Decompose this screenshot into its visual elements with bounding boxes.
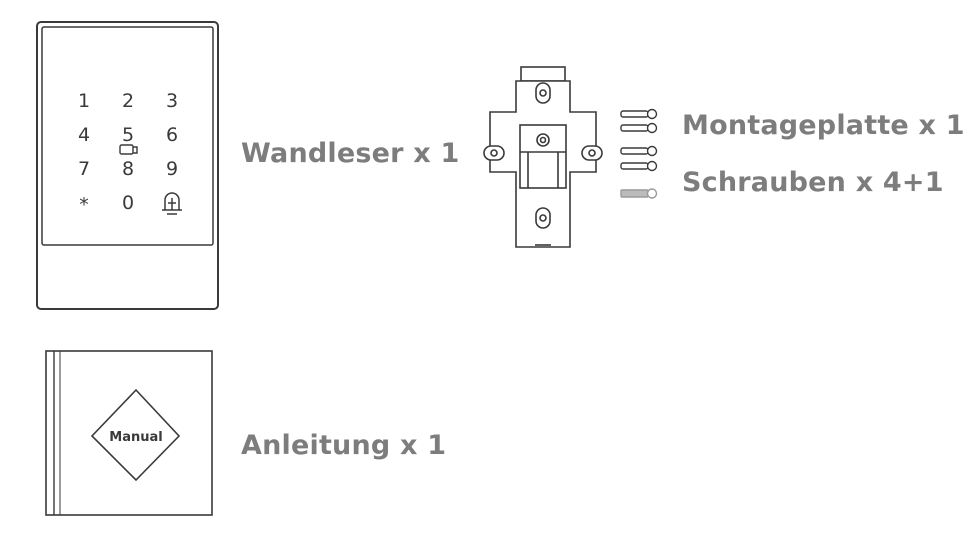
wall-reader-illustration: 1 2 3 4 5 6 7 8 9 * 0	[36, 21, 219, 310]
key-7: 7	[78, 158, 90, 180]
manual-illustration: Manual	[45, 350, 213, 516]
screw	[620, 160, 658, 172]
wall-reader-label: Wandleser x 1	[241, 138, 460, 169]
mounting-plate-illustration	[483, 66, 603, 248]
key-5: 5	[122, 124, 134, 146]
bell-icon	[162, 192, 182, 215]
screw	[620, 122, 658, 134]
screw-extra	[620, 188, 658, 199]
key-6: 6	[166, 124, 178, 146]
screws-illustration	[620, 108, 658, 199]
screws-label: Schrauben x 4+1	[682, 167, 944, 198]
key-3: 3	[166, 90, 178, 112]
mounting-plate-label: Montageplatte x 1	[682, 110, 965, 141]
key-star: *	[79, 194, 89, 216]
key-8: 8	[122, 158, 134, 180]
key-2: 2	[122, 90, 134, 112]
screw	[620, 108, 658, 120]
key-1: 1	[78, 90, 90, 112]
card-icon	[119, 144, 138, 155]
manual-cover-text: Manual	[109, 430, 162, 445]
manual-label: Anleitung x 1	[241, 430, 447, 461]
screw	[620, 145, 658, 157]
key-0: 0	[122, 192, 134, 214]
key-9: 9	[166, 158, 178, 180]
key-4: 4	[78, 124, 90, 146]
